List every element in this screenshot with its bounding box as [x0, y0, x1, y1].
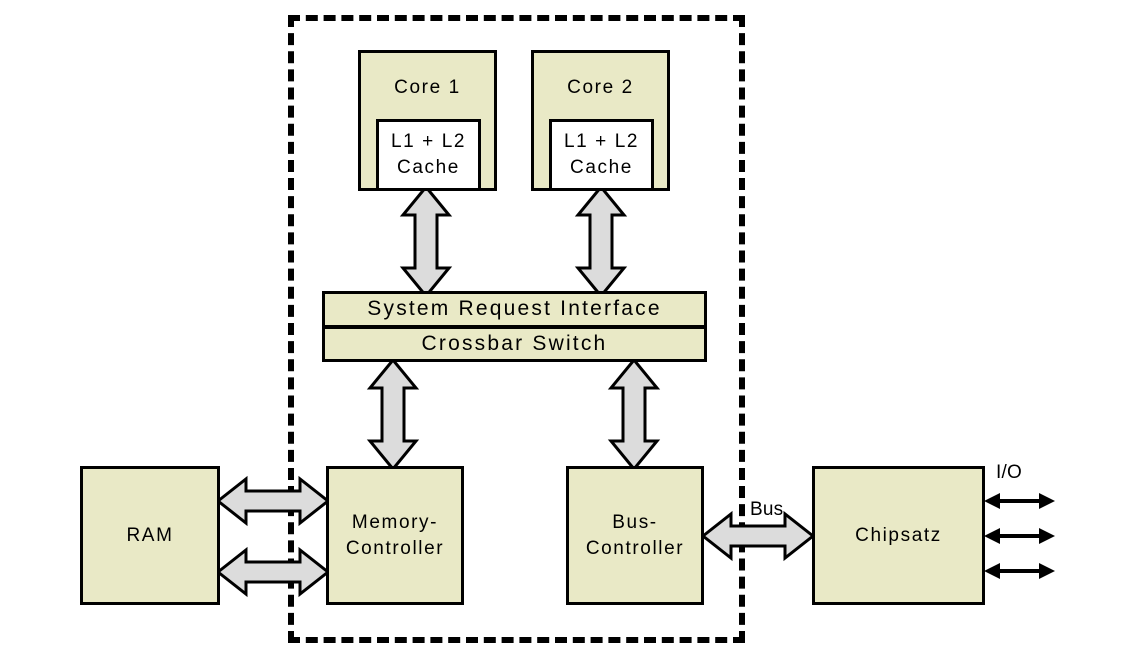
- bus-label: Bus: [750, 499, 784, 520]
- block-cache-2-label: L1 + L2 Cache: [563, 131, 640, 178]
- block-crossbar-switch[interactable]: Crossbar Switch: [322, 326, 707, 362]
- io-arrows-group: [984, 493, 1055, 579]
- block-chipset[interactable]: Chipsatz: [812, 466, 985, 605]
- block-cache-1[interactable]: L1 + L2 Cache: [376, 119, 481, 191]
- block-bus-controller[interactable]: Bus- Controller: [566, 466, 704, 605]
- block-cache-2[interactable]: L1 + L2 Cache: [549, 119, 654, 191]
- io-arrow-1: [984, 493, 1055, 509]
- io-arrow-3: [984, 563, 1055, 579]
- block-chipset-label: Chipsatz: [855, 524, 942, 546]
- cpu-die-boundary: [288, 15, 745, 643]
- block-core-2-label: Core 2: [567, 77, 634, 98]
- block-core-1-label: Core 1: [394, 77, 461, 98]
- block-system-request-interface-label: System Request Interface: [367, 297, 662, 321]
- block-system-request-interface[interactable]: System Request Interface: [322, 291, 707, 328]
- block-ram[interactable]: RAM: [80, 466, 220, 605]
- block-crossbar-switch-label: Crossbar Switch: [421, 331, 608, 355]
- block-memory-controller[interactable]: Memory- Controller: [326, 466, 464, 605]
- io-arrow-2: [984, 528, 1055, 544]
- block-cache-1-label: L1 + L2 Cache: [390, 131, 467, 178]
- block-bus-controller-label: Bus- Controller: [585, 511, 685, 559]
- block-memory-controller-label: Memory- Controller: [345, 511, 445, 559]
- io-label: I/O: [996, 462, 1022, 483]
- block-ram-label: RAM: [126, 524, 174, 546]
